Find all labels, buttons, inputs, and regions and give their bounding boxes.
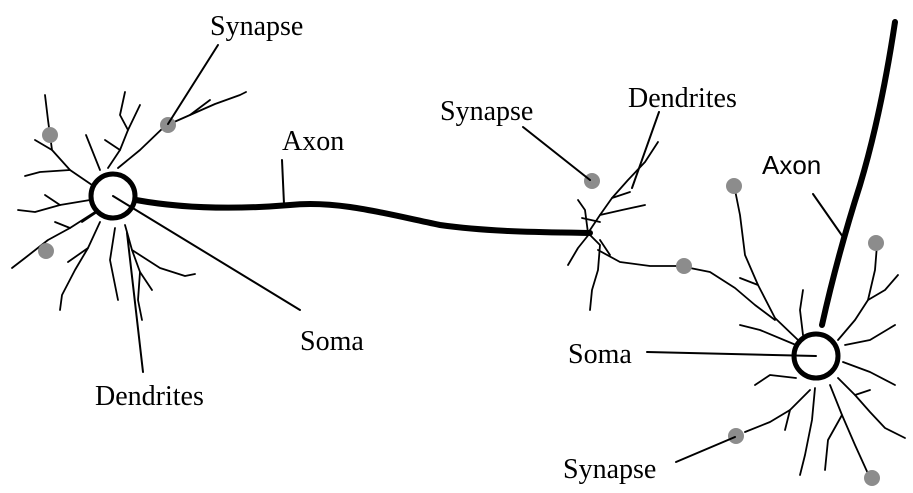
axon-left-leader <box>282 160 284 204</box>
synapse-dot <box>584 173 600 189</box>
label-synapse-mid: Synapse <box>440 96 533 127</box>
label-axon-right: Axon <box>762 150 821 180</box>
synapse-bottom-leader <box>676 437 735 462</box>
axon-right-leader <box>813 194 843 237</box>
synapse-dot <box>864 470 880 486</box>
right-axon <box>822 22 895 325</box>
synapse-dots <box>38 117 884 486</box>
synapse-dot <box>38 243 54 259</box>
left-axon <box>136 200 590 233</box>
synapse-dot <box>160 117 176 133</box>
synapse-dot <box>726 178 742 194</box>
synapse-dot <box>728 428 744 444</box>
axon-terminal-dendrites <box>568 142 775 320</box>
synapse-mid-leader <box>523 127 590 180</box>
label-synapse-bottom: Synapse <box>563 454 656 485</box>
synapse-dot <box>676 258 692 274</box>
dendrites-bottom-leader <box>127 233 143 372</box>
synapse-dot <box>42 127 58 143</box>
label-dendrites-mid: Dendrites <box>628 83 737 114</box>
label-axon-left: Axon <box>282 126 344 157</box>
label-synapse-top: Synapse <box>210 11 303 42</box>
label-soma-left: Soma <box>300 326 364 357</box>
soma-right-leader <box>647 352 816 356</box>
label-dendrites-bottom: Dendrites <box>95 381 204 412</box>
dendrites-mid-leader <box>632 112 659 188</box>
synapse-dot <box>868 235 884 251</box>
soma-left-leader <box>113 196 300 310</box>
label-soma-right: Soma <box>568 339 632 370</box>
